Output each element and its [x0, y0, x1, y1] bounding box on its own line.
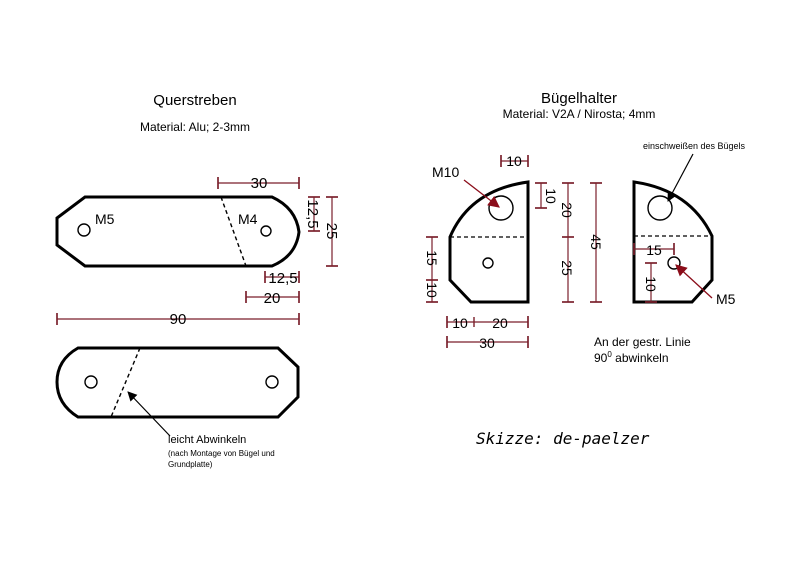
- bend-note-deg-value: 90: [594, 351, 608, 365]
- dim-right-bottom-30: 30: [479, 335, 495, 351]
- lower-strut-hole-right: [265, 375, 279, 389]
- label-m10: M10: [432, 164, 459, 180]
- upper-strut-hole-m4: [260, 225, 272, 237]
- dim-side-15: 15: [646, 242, 662, 258]
- dim-right-bottom-10: 10: [452, 315, 468, 331]
- right-title: Bügelhalter: [541, 90, 617, 107]
- label-m4: M4: [238, 211, 258, 227]
- signature: Skizze: de-paelzer: [476, 429, 650, 448]
- bend-note-suffix: abwinkeln: [612, 351, 669, 365]
- dim-side-10: 10: [643, 276, 659, 292]
- bracket-front-hole-small: [482, 257, 494, 269]
- upper-strut-hole-m5: [77, 223, 91, 237]
- lower-strut-hole-left: [84, 375, 98, 389]
- bend-note-line-1: An der gestr. Linie: [594, 335, 691, 349]
- note-line-1: leicht Abwinkeln: [168, 434, 246, 446]
- dim-right-vert-45: 45: [588, 234, 604, 250]
- bracket-front-outline: [448, 180, 530, 304]
- dim-right-vert-25: 25: [559, 260, 575, 276]
- right-material: Material: V2A / Nirosta; 4mm: [503, 107, 656, 121]
- lower-strut-outline: [55, 346, 300, 419]
- dim-top-30: 30: [251, 175, 268, 192]
- dim-horiz-20: 20: [264, 290, 281, 307]
- bend-note-deg-sup: 0: [607, 350, 612, 359]
- dim-vert-12-5: 12,5: [304, 199, 321, 228]
- label-m5-right: M5: [716, 291, 736, 307]
- dim-right-left-15: 15: [424, 250, 440, 266]
- dim-right-vert-20: 20: [559, 202, 575, 218]
- dim-right-vert-10: 10: [543, 188, 559, 204]
- dim-horiz-12-5: 12,5: [268, 270, 297, 287]
- weld-note: einschweißen des Bügels: [643, 141, 746, 151]
- bend-note-arrow: [127, 391, 171, 437]
- bracket-side-hole-m5: [667, 256, 681, 270]
- label-m5-left: M5: [95, 211, 115, 227]
- dim-vert-25: 25: [323, 223, 340, 240]
- weld-arrow: [667, 153, 694, 202]
- bracket-side-outline: [632, 180, 714, 304]
- dim-right-left-10: 10: [424, 282, 440, 298]
- left-title: Querstreben: [153, 92, 236, 109]
- note-line-3: Grundplatte): [168, 460, 213, 469]
- m10-pointer: [463, 179, 500, 208]
- note-line-2: (nach Montage von Bügel und: [168, 449, 275, 458]
- dim-right-top-10: 10: [506, 153, 522, 169]
- dim-overall-90: 90: [170, 311, 187, 328]
- bend-note-line-2: 900 abwinkeln: [594, 350, 669, 365]
- upper-strut-bend-line: [220, 196, 247, 267]
- bracket-front-hole-m10: [488, 195, 514, 221]
- left-material: Material: Alu; 2-3mm: [140, 120, 250, 134]
- dim-right-bottom-20: 20: [492, 315, 508, 331]
- bracket-side-hole-large: [647, 195, 673, 221]
- upper-strut-outline: [55, 195, 301, 268]
- lower-strut-bend-line: [110, 347, 141, 418]
- m5-pointer: [675, 264, 713, 299]
